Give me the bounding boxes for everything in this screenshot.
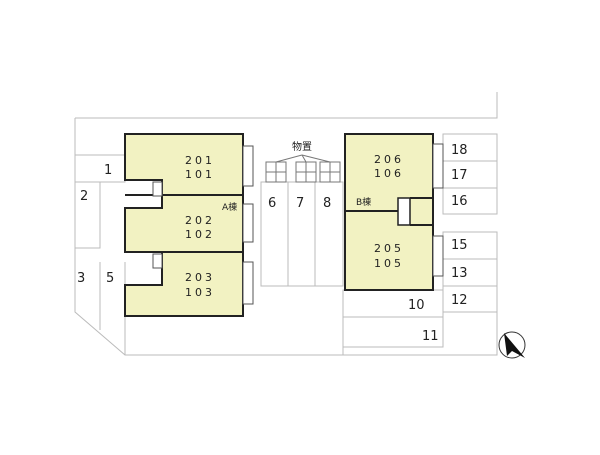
unit-205: 205 — [374, 242, 404, 255]
building-a-label: A棟 — [222, 201, 237, 213]
parking-slot-13: 13 — [451, 266, 468, 281]
parking-slot-15: 15 — [451, 238, 468, 253]
parking-slot-10: 10 — [408, 298, 425, 313]
unit-103: 103 — [185, 286, 215, 299]
parking-slot-16: 16 — [451, 194, 468, 209]
unit-105: 105 — [374, 257, 404, 270]
parking-slot-3: 3 — [77, 271, 85, 286]
building-a-outline — [124, 133, 244, 317]
parking-slot-17: 17 — [451, 168, 468, 183]
parking-slot-7: 7 — [296, 196, 304, 211]
unit-203: 203 — [185, 271, 215, 284]
building-b-label: B棟 — [356, 196, 371, 208]
unit-101: 101 — [185, 168, 215, 181]
parking-slot-6: 6 — [268, 196, 276, 211]
building-a: 201 101 A棟 202 102 203 103 — [124, 133, 254, 317]
unit-102: 102 — [185, 228, 215, 241]
parking-slot-8: 8 — [323, 196, 331, 211]
building-b: 206 106 B棟 205 105 — [344, 133, 444, 291]
parking-slot-18: 18 — [451, 143, 468, 158]
unit-106: 106 — [374, 167, 404, 180]
parking-slot-12: 12 — [451, 293, 468, 308]
north-arrow-icon — [498, 331, 526, 359]
parking-slot-5: 5 — [106, 271, 114, 286]
storage-sheds — [265, 154, 341, 183]
left-parking-area — [74, 154, 126, 355]
parking-slot-2: 2 — [80, 189, 88, 204]
parking-slot-1: 1 — [104, 163, 112, 178]
parking-slot-11: 11 — [422, 329, 439, 344]
parking-numbers: 1 2 3 5 6 7 8 10 11 12 13 15 16 17 18 — [77, 143, 468, 344]
unit-202: 202 — [185, 214, 215, 227]
storage-shed-label: 物置 — [292, 140, 312, 153]
unit-201: 201 — [185, 154, 215, 167]
unit-206: 206 — [374, 153, 404, 166]
